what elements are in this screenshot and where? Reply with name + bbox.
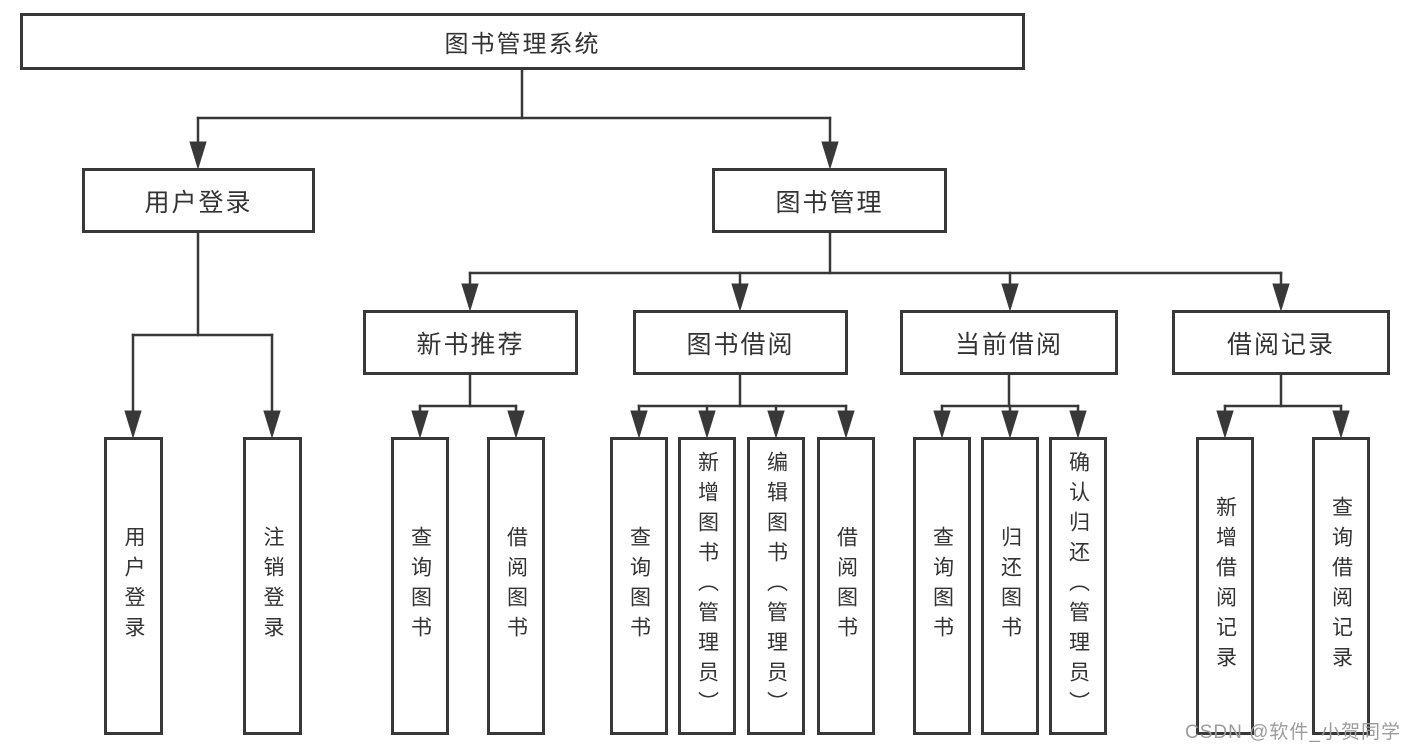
leaf-return-books: 归还图书	[981, 437, 1039, 735]
node-label: 新增图书（管理员）	[695, 451, 719, 721]
leaf-borrow-books-2: 借阅图书	[817, 437, 875, 735]
node-label: 编辑图书（管理员）	[764, 451, 788, 721]
arrowheads	[124, 141, 1350, 439]
leaf-query-books-3: 查询图书	[913, 437, 971, 735]
node-label: 查询借阅记录	[1329, 496, 1353, 676]
node-label: 查询图书	[408, 526, 432, 646]
node-label: 归还图书	[998, 526, 1022, 646]
node-new-book-recommend: 新书推荐	[363, 310, 578, 375]
node-library-management-system: 图书管理系统	[20, 13, 1025, 70]
node-label: 借阅图书	[504, 526, 528, 646]
node-label: 图书管理	[775, 188, 884, 217]
node-label: 查询图书	[930, 526, 954, 646]
leaf-add-borrow-record: 新增借阅记录	[1196, 437, 1254, 735]
leaf-user-login: 用户登录	[104, 437, 163, 735]
node-label: 用户登录	[144, 188, 253, 217]
node-label: 借阅图书	[834, 526, 858, 646]
leaf-edit-books-admin: 编辑图书（管理员）	[747, 437, 805, 735]
node-label: 图书管理系统	[444, 31, 601, 58]
watermark-csdn: CSDN @软件_小贺同学	[1185, 722, 1401, 743]
leaf-query-books-1: 查询图书	[391, 437, 449, 735]
node-label: 确认归还（管理员）	[1066, 451, 1090, 721]
node-current-borrowing: 当前借阅	[900, 310, 1118, 375]
node-label: 用户登录	[122, 526, 145, 646]
node-book-borrowing: 图书借阅	[633, 310, 848, 375]
node-borrowing-records: 借阅记录	[1172, 310, 1390, 375]
leaf-logout: 注销登录	[243, 437, 302, 735]
leaf-query-books-2: 查询图书	[610, 437, 668, 735]
node-label: 借阅记录	[1226, 330, 1335, 359]
node-book-management: 图书管理	[712, 168, 947, 233]
leaf-add-books-admin: 新增图书（管理员）	[678, 437, 736, 735]
node-label: 图书借阅	[686, 330, 795, 359]
node-label: 新增借阅记录	[1213, 496, 1237, 676]
leaf-borrow-books-1: 借阅图书	[487, 437, 545, 735]
node-label: 查询图书	[627, 526, 651, 646]
node-user-login: 用户登录	[82, 168, 315, 233]
leaf-query-borrow-record: 查询借阅记录	[1312, 437, 1370, 735]
leaf-confirm-return-admin: 确认归还（管理员）	[1049, 437, 1107, 735]
node-label: 当前借阅	[954, 330, 1063, 359]
node-label: 新书推荐	[416, 330, 525, 359]
node-label: 注销登录	[261, 526, 284, 646]
